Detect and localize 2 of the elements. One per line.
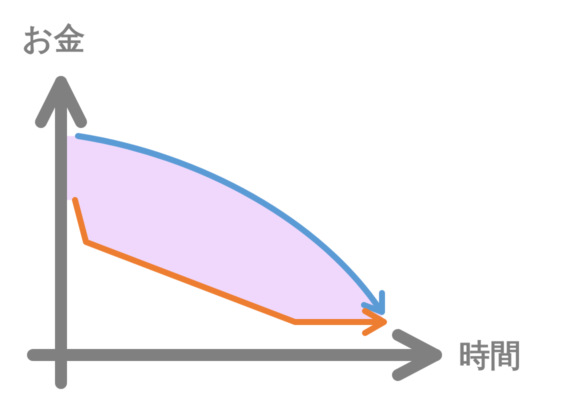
axis-label: お金 <box>22 24 85 55</box>
axis-label: 時間 <box>459 341 521 372</box>
